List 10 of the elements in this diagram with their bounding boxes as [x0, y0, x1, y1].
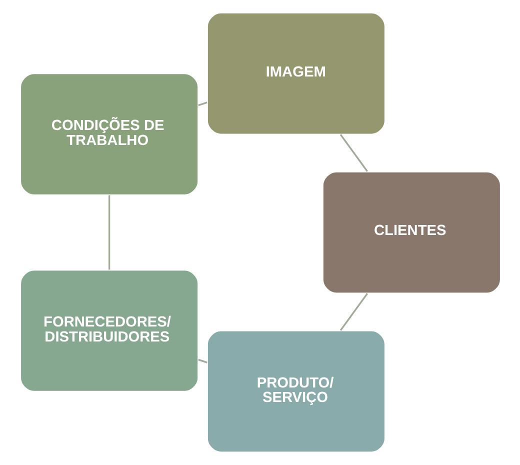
node-box: IMAGEM	[206, 12, 386, 135]
connector	[198, 102, 207, 106]
node-box: CONDIÇÕES DE TRABALHO	[19, 72, 198, 196]
connector	[108, 195, 110, 270]
connector	[339, 293, 368, 331]
node-box: FORNECEDORES/ DISTRIBUIDORES	[19, 269, 198, 392]
connector	[198, 358, 207, 364]
connector	[339, 134, 368, 172]
node-box: PRODUTO/ SERVIÇO	[206, 330, 386, 453]
node-box: CLIENTES	[322, 171, 501, 294]
